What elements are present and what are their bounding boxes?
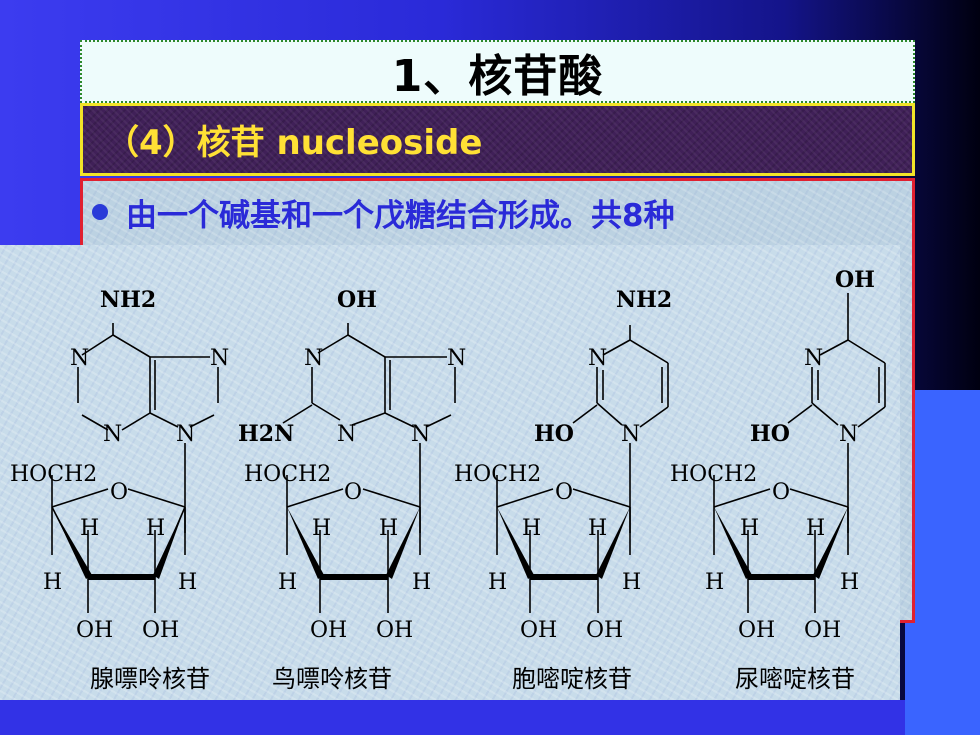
uridine-ring-n3: N: [804, 346, 823, 371]
cytidine-hoch2: HOCH2: [454, 462, 541, 487]
guanosine-ring-n9: N: [411, 422, 430, 447]
adenosine-h1: H: [80, 516, 99, 541]
uridine-oh1: OH: [738, 618, 775, 643]
cytidine-side-group: HO: [534, 421, 574, 447]
subtitle-box: （4）核苷 nucleoside: [80, 103, 915, 176]
uridine-caption: 尿嘧啶核苷: [735, 665, 855, 693]
guanosine-h3: H: [278, 570, 297, 595]
structures-figure: NH2 N N N N HOCH2 O H H H H OH OH OH N N…: [10, 267, 886, 693]
uridine-oh2: OH: [804, 618, 841, 643]
adenosine-oh2: OH: [142, 618, 179, 643]
guanosine-ring-n3: N: [337, 422, 356, 447]
uridine-side-group: HO: [750, 421, 790, 447]
adenosine-oh1: OH: [76, 618, 113, 643]
uridine-top-group: OH: [835, 267, 875, 293]
guanosine-h2: H: [379, 516, 398, 541]
title-box: 1、核苷酸: [80, 40, 915, 103]
decorative-block-right: [905, 390, 980, 735]
cytidine-structure: [496, 325, 669, 613]
uridine-hoch2: HOCH2: [670, 462, 757, 487]
adenosine-structure: [51, 323, 219, 613]
cytidine-ring-n3: N: [588, 346, 607, 371]
bullet-text: 由一个碱基和一个戊糖结合形成。共8种: [126, 197, 675, 234]
structures-panel: NH2 N N N N HOCH2 O H H H H OH OH OH N N…: [0, 245, 900, 700]
cytidine-h3: H: [488, 570, 507, 595]
decorative-stripe-bottom: [0, 700, 905, 735]
uridine-h4: H: [840, 570, 859, 595]
cytidine-h4: H: [622, 570, 641, 595]
cytidine-oh1: OH: [520, 618, 557, 643]
adenosine-h4: H: [178, 570, 197, 595]
guanosine-h4: H: [412, 570, 431, 595]
guanosine-structure: [282, 323, 456, 613]
cytidine-ring-n1: N: [621, 422, 640, 447]
adenosine-hoch2: HOCH2: [10, 462, 97, 487]
adenosine-ring-n7: N: [210, 346, 229, 371]
guanosine-hoch2: HOCH2: [244, 462, 331, 487]
adenosine-ring-o: O: [110, 480, 128, 505]
bullet-item: 由一个碱基和一个戊糖结合形成。共8种: [92, 190, 675, 234]
adenosine-ring-n9: N: [176, 422, 195, 447]
adenosine-ring-n1: N: [70, 346, 89, 371]
uridine-structure: [713, 293, 886, 613]
adenosine-top-group: NH2: [100, 287, 156, 313]
adenosine-h3: H: [43, 570, 62, 595]
uridine-h2: H: [806, 516, 825, 541]
guanosine-h1: H: [312, 516, 331, 541]
guanosine-ring-n1: N: [304, 346, 323, 371]
guanosine-caption: 鸟嘌呤核苷: [272, 665, 392, 693]
guanosine-oh2: OH: [376, 618, 413, 643]
uridine-h1: H: [740, 516, 759, 541]
cytidine-h2: H: [588, 516, 607, 541]
cytidine-h1: H: [522, 516, 541, 541]
guanosine-ring-n7: N: [447, 346, 466, 371]
adenosine-caption: 腺嘌呤核苷: [90, 665, 210, 693]
guanosine-top-group: OH: [337, 287, 377, 313]
bullet-dot-icon: [92, 204, 108, 220]
cytidine-oh2: OH: [586, 618, 623, 643]
uridine-h3: H: [705, 570, 724, 595]
guanosine-side-group: H2N: [238, 421, 294, 447]
cytidine-caption: 胞嘧啶核苷: [512, 665, 632, 693]
guanosine-oh1: OH: [310, 618, 347, 643]
adenosine-h2: H: [146, 516, 165, 541]
cytidine-top-group: NH2: [616, 287, 672, 313]
adenosine-ring-n3: N: [103, 422, 122, 447]
cytidine-ring-o: O: [555, 480, 573, 505]
slide-subtitle: （4）核苷 nucleoside: [105, 123, 483, 163]
slide-title: 1、核苷酸: [391, 50, 604, 102]
guanosine-ring-o: O: [344, 480, 362, 505]
uridine-ring-n1: N: [839, 422, 858, 447]
uridine-ring-o: O: [772, 480, 790, 505]
